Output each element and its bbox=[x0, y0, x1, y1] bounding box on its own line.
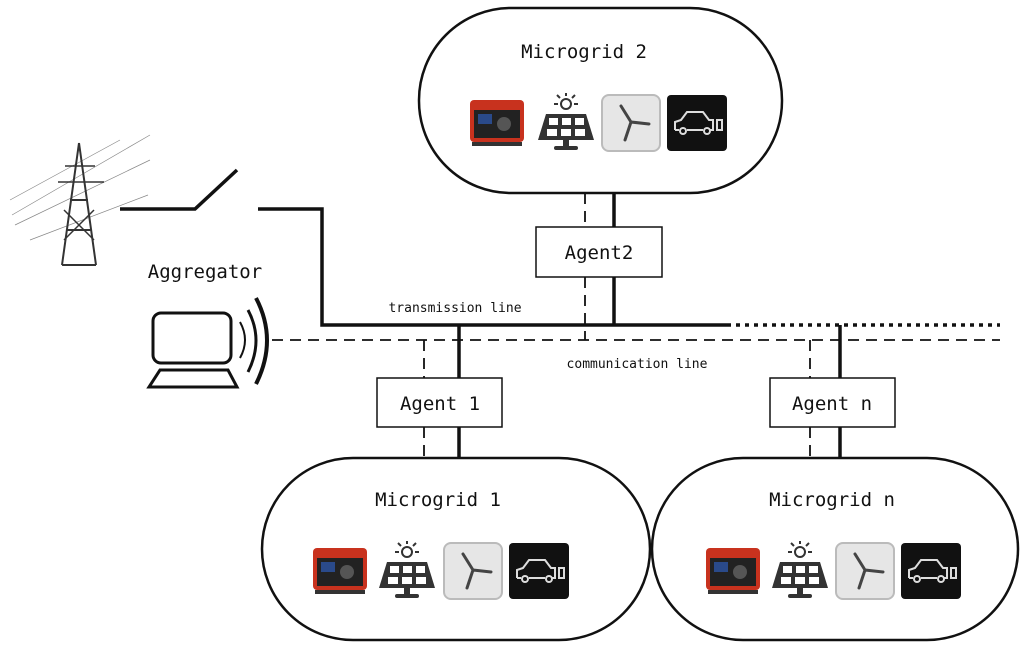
transmission-line-label: transmission line bbox=[388, 301, 521, 316]
electric-vehicle-icon bbox=[666, 94, 728, 152]
agent-2-label: Agent2 bbox=[565, 242, 634, 264]
agent-1-label: Agent 1 bbox=[400, 393, 480, 415]
power-tower-icon bbox=[9, 134, 151, 266]
agent-n-label: Agent n bbox=[792, 393, 872, 415]
microgrid-1-label: Microgrid 1 bbox=[375, 489, 501, 511]
agent-2: Agent2 bbox=[535, 226, 663, 278]
computer-icon bbox=[146, 311, 240, 389]
wind-turbine-icon bbox=[834, 541, 896, 601]
microgrid-2: Microgrid 2 bbox=[417, 6, 784, 195]
microgrid-1: Microgrid 1 bbox=[260, 456, 652, 642]
microgrid-2-label: Microgrid 2 bbox=[521, 41, 647, 63]
electric-vehicle-icon bbox=[508, 542, 570, 600]
electric-vehicle-icon bbox=[900, 542, 962, 600]
agent-n: Agent n bbox=[769, 377, 896, 428]
communication-line-label: communication line bbox=[567, 357, 708, 372]
microgrid-n: Microgrid n bbox=[650, 456, 1020, 642]
wind-turbine-icon bbox=[442, 541, 504, 601]
microgrid-n-label: Microgrid n bbox=[769, 489, 895, 511]
wind-turbine-icon bbox=[600, 93, 662, 153]
generator-icon bbox=[706, 548, 760, 594]
generator-icon bbox=[470, 100, 524, 146]
communication-line bbox=[272, 193, 1000, 458]
transmission-line bbox=[120, 168, 1000, 458]
aggregator-label: Aggregator bbox=[148, 261, 262, 283]
wireless-signal-icon bbox=[239, 297, 269, 385]
generator-icon bbox=[313, 548, 367, 594]
switch bbox=[120, 168, 239, 211]
agent-1: Agent 1 bbox=[376, 377, 503, 428]
